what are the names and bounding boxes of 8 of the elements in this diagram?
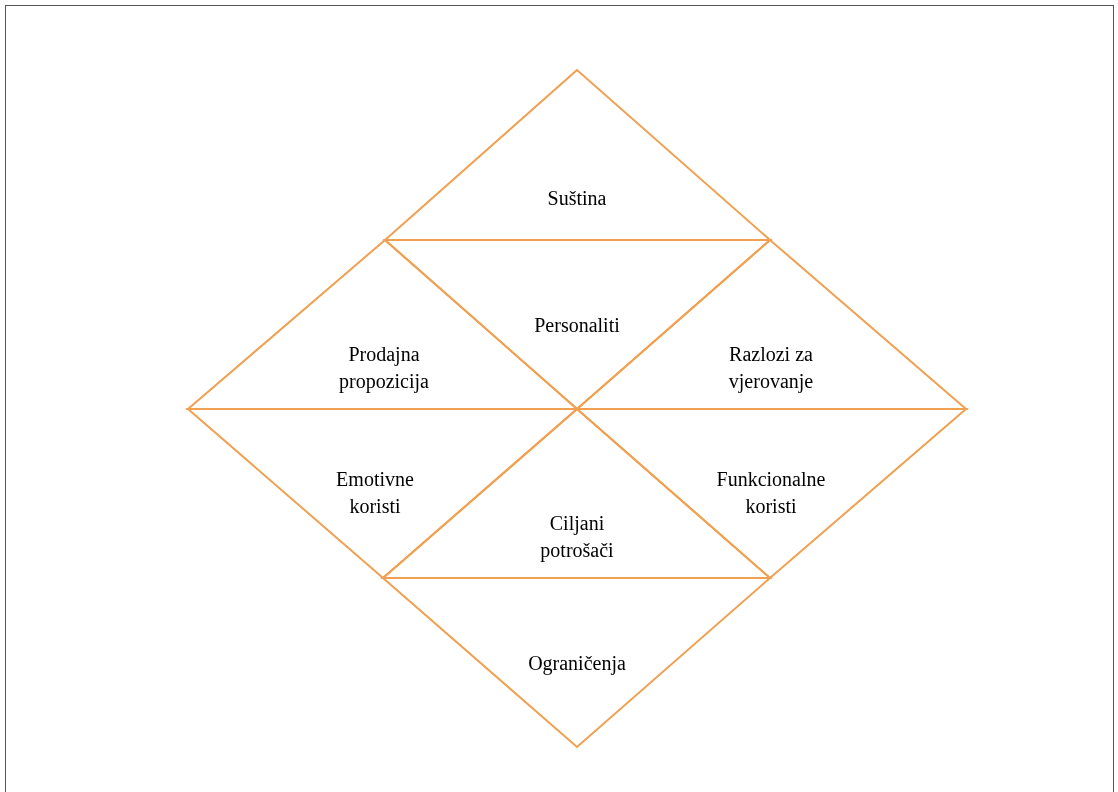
segment-label: Personaliti (533, 312, 621, 338)
segment-label: Suština (546, 185, 608, 211)
segment-label: Funkcionalne koristi (715, 467, 827, 519)
segment-label: Emotivne koristi (335, 467, 415, 519)
segment-label: Ograničenja (527, 650, 627, 677)
segment-label: Ciljani potrošači (539, 511, 615, 564)
segment-label: Prodajna propozicija (338, 342, 430, 395)
segment-label: Razlozi za vjerovanje (727, 342, 815, 395)
